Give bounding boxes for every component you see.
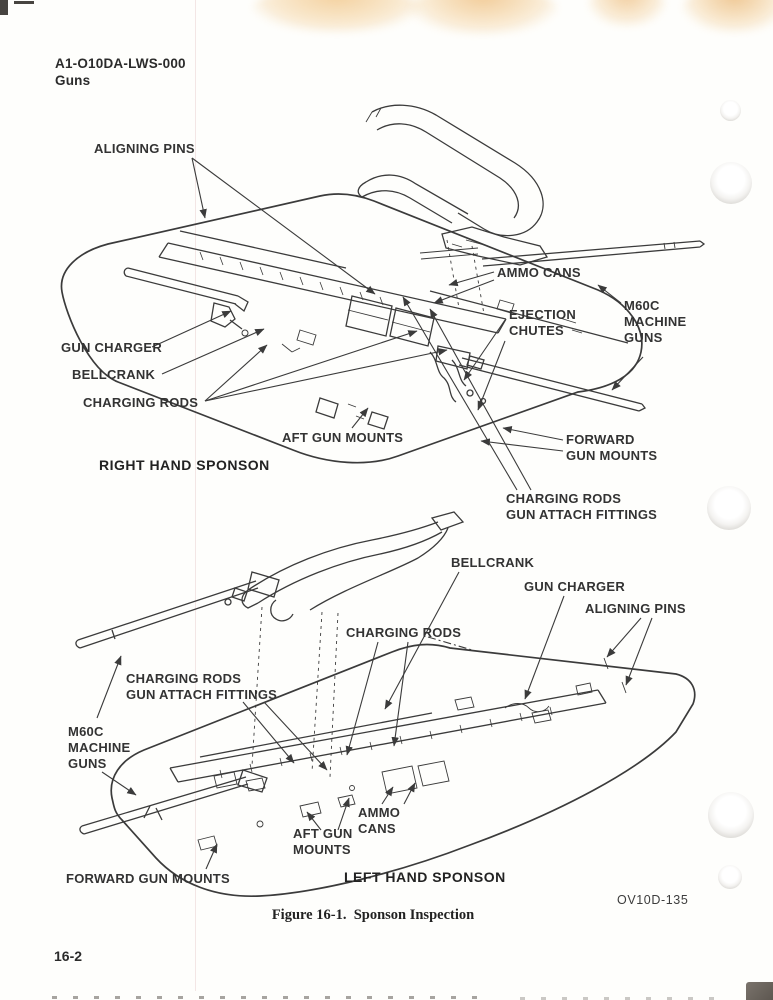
scan-edge-noise xyxy=(520,997,720,1000)
label-charging-rods-upper: CHARGING RODS xyxy=(83,395,199,410)
label-bellcrank-lower: BELLCRANK xyxy=(451,555,535,570)
scan-edge-mark xyxy=(14,1,34,4)
left-sponson-line-art xyxy=(75,511,696,898)
punch-hole xyxy=(718,865,742,889)
label-m60c-machine-guns-lower: M60C MACHINE GUNS xyxy=(68,724,131,771)
punch-hole xyxy=(720,100,741,121)
label-ejection-chutes: EJECTION CHUTES xyxy=(509,307,577,338)
plate-number: OV10D-135 xyxy=(617,893,689,907)
label-gun-charger-upper: GUN CHARGER xyxy=(61,340,162,355)
scan-edge-mark xyxy=(0,0,8,15)
label-charging-rods-gun-attach-fittings-upper: CHARGING RODS GUN ATTACH FITTINGS xyxy=(506,491,658,522)
label-bellcrank-upper: BELLCRANK xyxy=(72,367,156,382)
label-gun-charger-lower: GUN CHARGER xyxy=(524,579,625,594)
punch-hole xyxy=(710,162,752,204)
figure-caption: Figure 16-1. Sponson Inspection xyxy=(271,907,475,923)
publication-number: A1-O10DA-LWS-000 xyxy=(55,56,186,71)
scan-line-artifact xyxy=(195,0,196,991)
label-aligning-pins-lower: ALIGNING PINS xyxy=(585,601,686,616)
label-forward-gun-mounts-lower: FORWARD GUN MOUNTS xyxy=(66,871,230,886)
scan-edge-noise xyxy=(52,996,482,999)
punch-hole xyxy=(707,486,751,530)
label-aft-gun-mounts-upper: AFT GUN MOUNTS xyxy=(282,430,404,445)
label-ammo-cans-upper: AMMO CANS xyxy=(497,265,581,280)
section-name: Guns xyxy=(55,73,91,88)
label-forward-gun-mounts-upper: FORWARD GUN MOUNTS xyxy=(566,432,658,463)
right-hand-sponson-title: RIGHT HAND SPONSON xyxy=(99,457,270,473)
left-sponson-leader-lines xyxy=(96,571,653,870)
label-m60c-machine-guns-upper: M60C MACHINE GUNS xyxy=(624,298,687,345)
page-header: A1-O10DA-LWS-000 Guns xyxy=(55,55,186,89)
page-number: 16-2 xyxy=(54,948,83,964)
label-ammo-cans-lower: AMMO CANS xyxy=(358,805,401,836)
punch-hole xyxy=(708,792,754,838)
label-charging-rods-lower: CHARGING RODS xyxy=(346,625,462,640)
scan-corner-mark xyxy=(746,982,773,1000)
left-hand-sponson-title: LEFT HAND SPONSON xyxy=(344,869,506,885)
label-aligning-pins-upper: ALIGNING PINS xyxy=(94,141,195,156)
right-sponson-leader-lines xyxy=(151,157,644,491)
label-aft-gun-mounts-lower: AFT GUN MOUNTS xyxy=(293,826,353,857)
label-charging-rods-gun-attach-fittings-lower: CHARGING RODS GUN ATTACH FITTINGS xyxy=(126,671,278,702)
